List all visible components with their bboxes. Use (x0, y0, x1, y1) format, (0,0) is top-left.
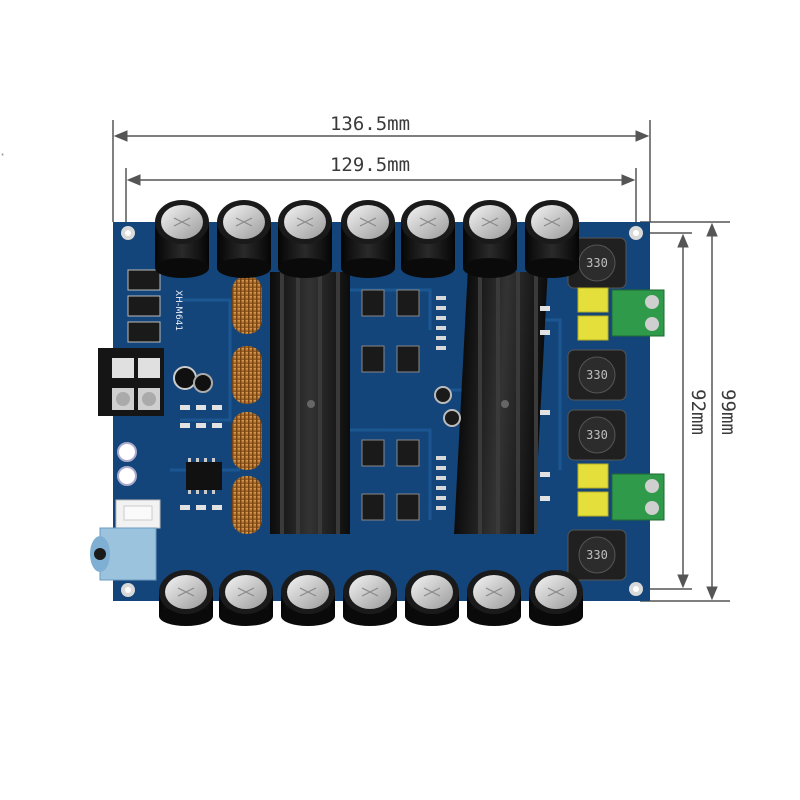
electrolytic-capacitor-bottom-2 (219, 570, 273, 626)
smd-components-center (361, 289, 420, 521)
capacitor-row-top (155, 200, 579, 278)
capacitor-row-bottom (159, 570, 583, 626)
electrolytic-capacitor-top-1 (155, 200, 209, 278)
inductor-mark-2: 330 (586, 368, 608, 382)
power-terminal-block (98, 348, 164, 416)
heatsink-left (270, 272, 350, 534)
toroid-inductors (232, 276, 262, 534)
audio-jack (90, 527, 157, 581)
electrolytic-capacitor-top-3 (278, 200, 332, 278)
inner-width-label: 129.5mm (330, 154, 410, 176)
small-cap-left (173, 366, 213, 393)
inductor-mark-1: 330 (586, 256, 608, 270)
electrolytic-capacitor-bottom-7 (529, 570, 583, 626)
inductor-mark-4: 330 (586, 548, 608, 562)
electrolytic-capacitor-bottom-4 (343, 570, 397, 626)
edge-mark: · (0, 145, 5, 164)
output-capacitors-yellow (577, 287, 609, 517)
inner-height-label: 92mm (687, 389, 709, 435)
smd-resistors-right (540, 306, 550, 501)
resistor-array-center (436, 296, 446, 510)
heatsink-right (454, 272, 548, 534)
dimension-lines (112, 120, 730, 602)
smd-resistors-left (180, 405, 222, 510)
ic-chip-left (186, 458, 222, 494)
electrolytic-capacitor-bottom-5 (405, 570, 459, 626)
electrolytic-capacitor-top-2 (217, 200, 271, 278)
inductor-mark-3: 330 (586, 428, 608, 442)
speaker-terminals (611, 289, 665, 521)
shielded-inductors (567, 237, 627, 581)
outer-width-label: 136.5mm (330, 113, 410, 135)
pcb-board (113, 222, 650, 601)
electrolytic-capacitor-top-5 (401, 200, 455, 278)
electrolytic-capacitor-top-6 (463, 200, 517, 278)
outer-height-label: 99mm (717, 389, 739, 435)
electrolytic-capacitor-top-4 (341, 200, 395, 278)
mounting-holes (121, 226, 643, 597)
diode-stack (127, 269, 161, 343)
potentiometers (117, 442, 137, 486)
electrolytic-capacitor-bottom-6 (467, 570, 521, 626)
input-connector (115, 499, 161, 529)
electrolytic-capacitor-top-7 (525, 200, 579, 278)
small-capacitors-center (434, 386, 461, 427)
electrolytic-capacitor-bottom-1 (159, 570, 213, 626)
electrolytic-capacitor-bottom-3 (281, 570, 335, 626)
board-model-silkscreen: XH-M641 (173, 290, 183, 331)
